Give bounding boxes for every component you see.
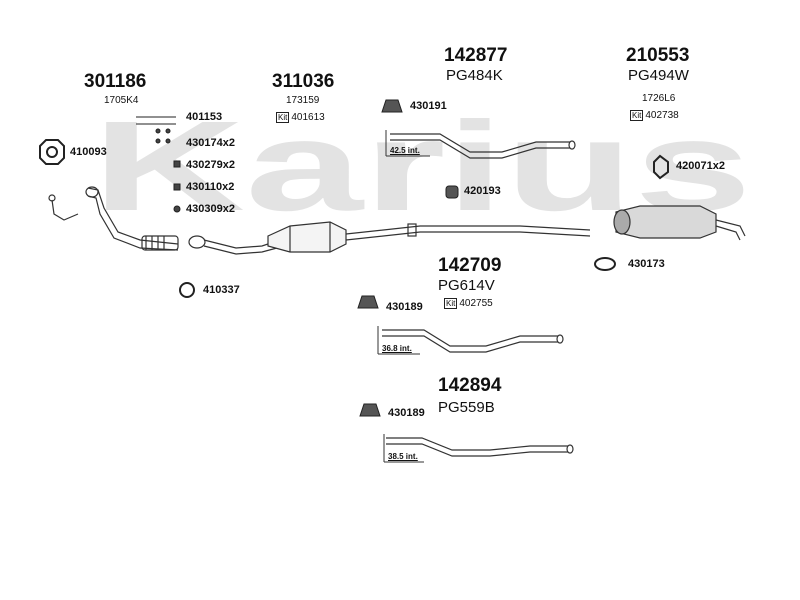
part-label: 420193 (464, 185, 501, 197)
group-number: 142709 (438, 255, 502, 276)
group-code: PG494W (628, 67, 689, 84)
flex-joint (141, 235, 179, 251)
part-label: 430189 (388, 407, 425, 419)
group-number: 301186 (84, 71, 147, 92)
group-code-secondary: 1726L6 (642, 93, 676, 104)
part-label: 430110x2 (186, 181, 235, 193)
group-code: PG484K (446, 67, 503, 84)
dimension-label: 42.5 int. (390, 146, 420, 155)
part-label: 420071x2 (676, 160, 725, 172)
svg-text:Karius: Karius (92, 118, 752, 218)
dimension-label: 38.5 int. (388, 452, 418, 461)
part-label: 430309x2 (186, 203, 235, 215)
group-code: 1705K4 (104, 95, 139, 106)
group-code: PG559B (438, 399, 495, 416)
kit-badge: Kit (630, 110, 644, 121)
group-number: 210553 (626, 45, 690, 66)
group-number: 311036 (272, 71, 335, 92)
dimension-label: 36.8 int. (382, 344, 412, 353)
part-label: 430191 (410, 100, 447, 112)
group-code: PG614V (438, 277, 495, 294)
karius-watermark: Karius (92, 118, 752, 218)
part-label: 430174x2 (186, 137, 235, 149)
kit-badge: Kit (276, 112, 290, 123)
group-code: 173159 (286, 95, 320, 106)
group-number: 142877 (444, 45, 508, 66)
kit-number: 402755 (459, 298, 493, 309)
kit-number: 402738 (645, 110, 679, 121)
part-label: 430279x2 (186, 159, 235, 171)
part-label: 430173 (628, 258, 665, 270)
kit-number: 401613 (291, 112, 325, 123)
group-number: 142894 (438, 375, 502, 396)
part-label: 410093 (70, 146, 107, 158)
kit-badge: Kit (444, 298, 458, 309)
part-label: 430189 (386, 301, 423, 313)
part-label: 410337 (203, 284, 240, 296)
part-label: 401153 (186, 111, 223, 123)
